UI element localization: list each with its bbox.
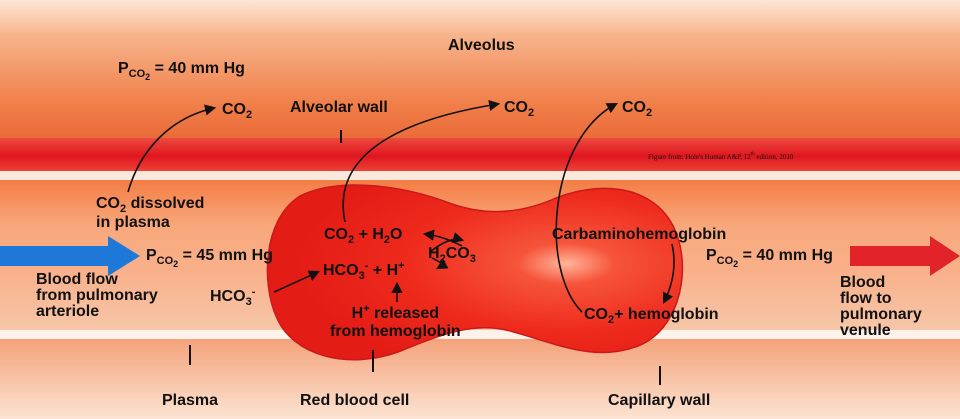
arrow-carbamino-co2-out [555,102,618,313]
reaction-bicarbonate-hydrogen: HCO3- + H+ [323,260,405,282]
carbonic-acid-label: H2CO3 [428,245,476,265]
arrow-h2co3-to-ions [431,257,449,270]
pco2-venule-label: PCO2 = 40 mm Hg [706,247,833,269]
alveolus-region [0,0,960,140]
alveolus-title: Alveolus [448,37,515,54]
arrow-h2co3-to-water [422,229,463,247]
plasma-bicarbonate-label: HCO3- [210,286,256,308]
capillary-wall-band [0,330,960,339]
figure-credit: Figure from: Hole's Human A&P, 12th edit… [648,152,794,161]
red-blood-cell-shape [266,184,684,361]
pco2-alveolus-label: PCO2 = 40 mm Hg [118,60,245,82]
arrow-carbamino-to-hemoglobin [662,243,675,305]
lower-tissue [0,339,960,419]
capillary-wall-label: Capillary wall [608,392,711,409]
arrow-rbc-co2-out [342,99,501,223]
reaction-co2-water: CO2 + H2O [324,226,403,246]
wall-boundary-upper [0,171,960,180]
co2-out-label-3: CO2 [622,99,653,119]
arrow-dissolved-co2-out [127,104,217,193]
carbaminohemoglobin-label: Carbaminohemoglobin [552,226,727,243]
co2-out-label-2: CO2 [504,99,535,119]
blood-flow-in-arrow [0,236,140,276]
co2-hemoglobin-label: CO2+ hemoglobin [584,306,719,326]
pco2-arteriole-label: PCO2 = 45 mm Hg [146,247,273,269]
plasma-label: Plasma [162,392,219,409]
alveolar-wall-band [0,138,960,174]
red-blood-cell-label: Red blood cell [300,392,410,409]
arrow-hco3-into-cell [273,270,321,293]
alveolar-wall-label: Alveolar wall [290,99,388,116]
co2-out-label-1: CO2 [222,101,253,121]
blood-flow-out-arrow [850,236,960,276]
